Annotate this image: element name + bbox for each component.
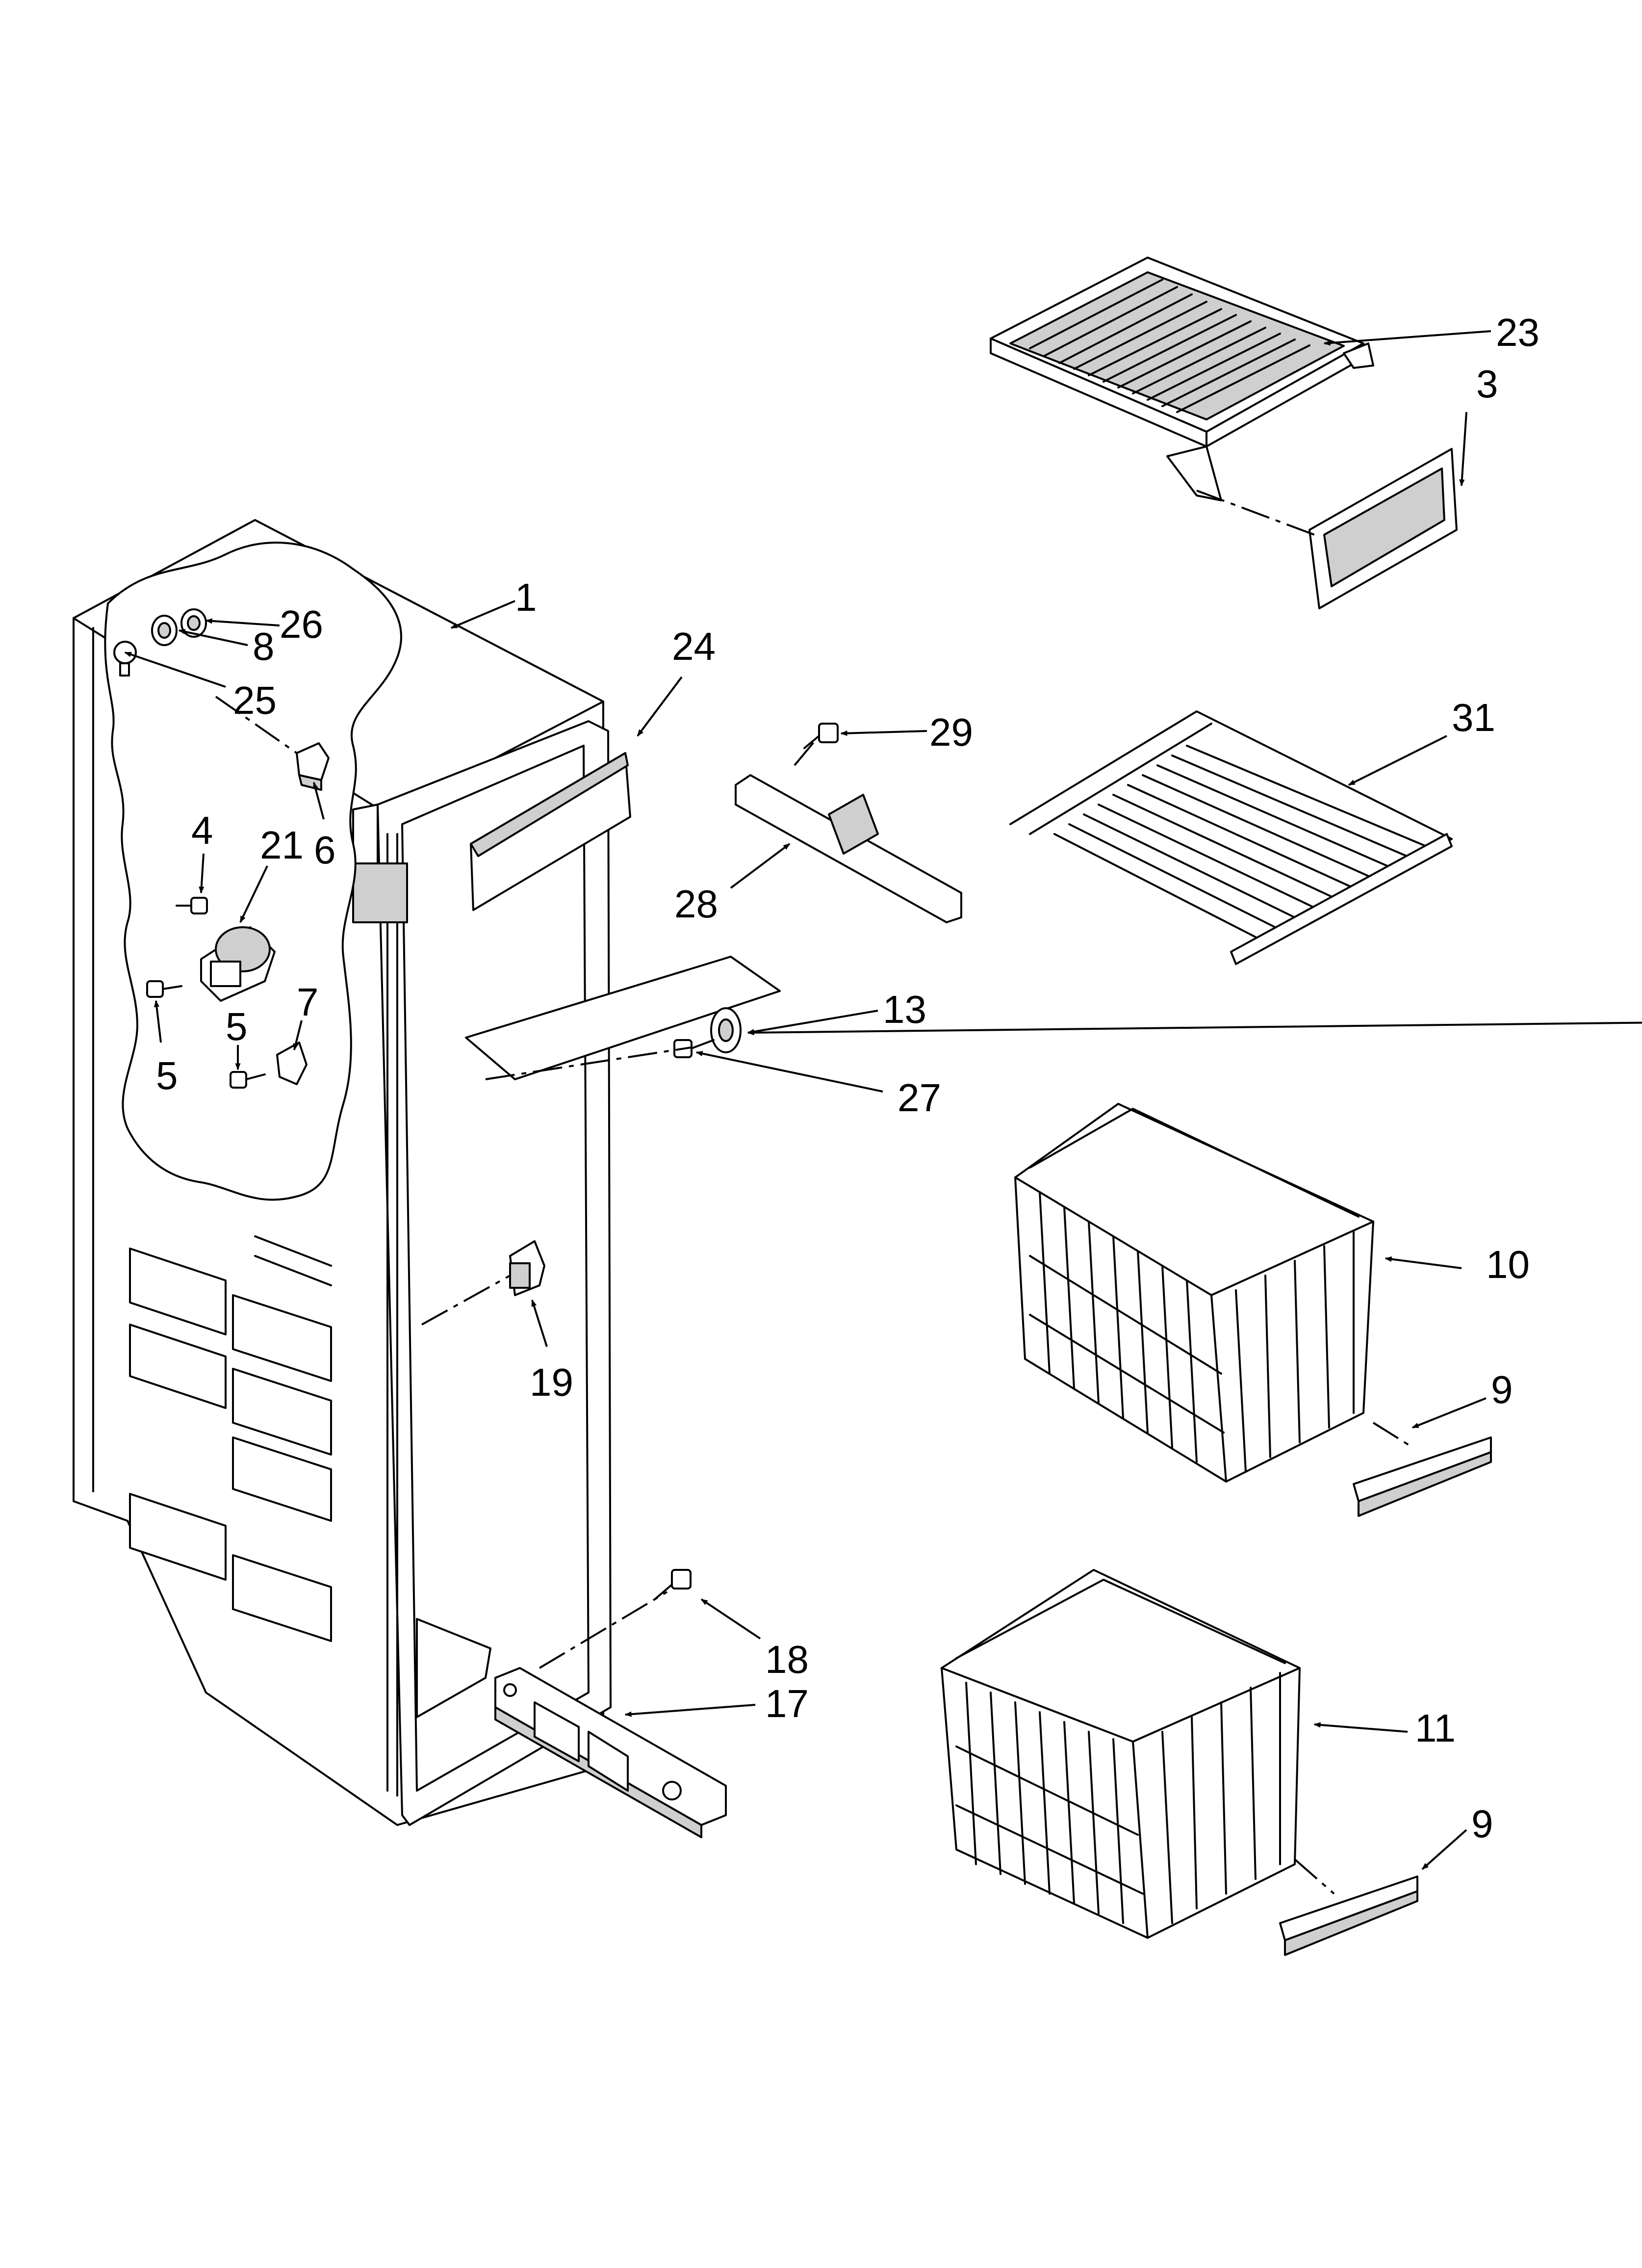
callout-18: 18 <box>765 1638 809 1681</box>
callout-31: 31 <box>1452 696 1495 739</box>
callout-9a: 9 <box>1491 1368 1513 1411</box>
cutaway-region <box>104 542 402 1201</box>
part-28-rail <box>735 774 962 923</box>
part-11-basket <box>941 1569 1301 1939</box>
callout-27: 27 <box>898 1076 941 1120</box>
part-19-switch <box>509 1240 545 1296</box>
part-13-cover-panel <box>465 956 781 1080</box>
callout-numbers: 1 3 4 5 5 6 7 8 9 9 10 11 13 17 18 19 21… <box>156 311 1539 1846</box>
callout-13: 13 <box>883 988 926 1031</box>
callout-21: 21 <box>260 823 304 867</box>
part-31-front-rail <box>1230 833 1453 965</box>
callout-9b: 9 <box>1471 1802 1493 1846</box>
callout-8: 8 <box>253 625 275 668</box>
part-8-knob <box>151 615 178 646</box>
callout-11: 11 <box>1415 1706 1456 1750</box>
part-24-panel <box>470 752 631 911</box>
callout-7: 7 <box>297 980 319 1024</box>
part-31-wire-shelf <box>1009 710 1453 958</box>
callout-29: 29 <box>929 710 973 754</box>
part-23-shelf <box>990 257 1374 501</box>
callout-24: 24 <box>672 625 716 668</box>
part-10-basket <box>1014 1103 1374 1483</box>
vent-panels <box>129 1235 332 1642</box>
part-9-label-a <box>1353 1436 1492 1517</box>
callout-3: 3 <box>1476 362 1498 406</box>
callout-25: 25 <box>233 678 277 722</box>
part-21-housing <box>200 926 276 1002</box>
part-17-bracket <box>494 1667 727 1838</box>
part-29-screw <box>803 723 839 749</box>
part-9-label-b <box>1279 1876 1418 1956</box>
callout-17: 17 <box>765 1682 809 1725</box>
part-5-screw-a <box>146 980 182 998</box>
part-13-grommet <box>710 1007 742 1053</box>
callout-5b: 5 <box>226 1005 248 1048</box>
part-18-screw <box>654 1569 692 1600</box>
callout-10: 10 <box>1486 1243 1530 1286</box>
part-3-endcap <box>1308 448 1458 609</box>
callout-23: 23 <box>1496 311 1539 354</box>
callout-26: 26 <box>280 602 323 646</box>
callout-1: 1 <box>515 575 537 619</box>
assembly-lines <box>215 490 1413 1895</box>
callout-19: 19 <box>530 1360 573 1404</box>
part-26-thermostat-bulb <box>180 608 207 638</box>
callout-6: 6 <box>314 828 336 872</box>
callout-4: 4 <box>191 808 213 852</box>
callout-5a: 5 <box>156 1054 178 1097</box>
part-5-screw-b <box>230 1071 266 1089</box>
callout-28: 28 <box>674 882 718 926</box>
part-4-screw <box>176 897 208 914</box>
leader-arrows <box>124 330 1642 1870</box>
